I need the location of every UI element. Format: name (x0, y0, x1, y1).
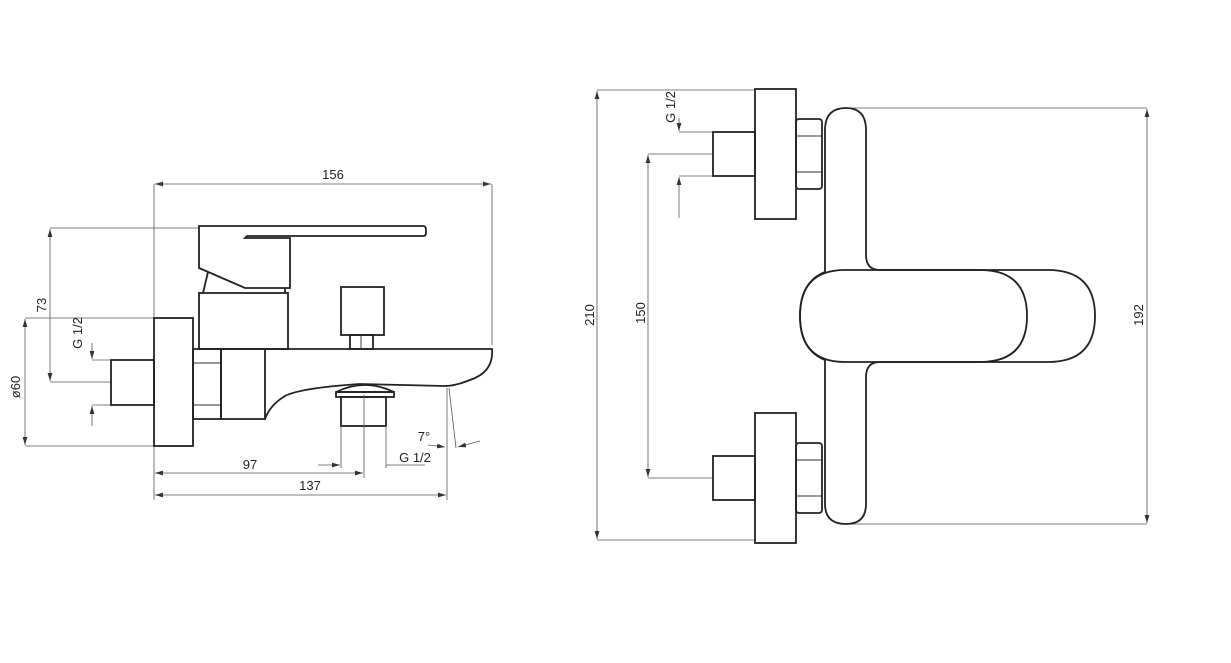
top-wall-flange (754, 88, 797, 220)
aerator-cap (335, 384, 395, 393)
spout (264, 348, 493, 420)
cartridge-housing (198, 292, 289, 350)
diverter-knob (340, 286, 385, 336)
outlet-thread-label: G 1/2 (399, 450, 431, 465)
lever-oval (799, 269, 1028, 363)
top-hex-nut (795, 118, 823, 190)
inlet-thread (110, 359, 155, 406)
front-inlet-thread-label: G 1/2 (663, 91, 678, 123)
bottom-inlet-thread (712, 455, 756, 501)
inlet-spacing-label: 150 (633, 302, 648, 324)
side-view: 156 73 ø60 G 1/2 (8, 167, 493, 500)
lever-handle (198, 225, 427, 289)
top-inlet-thread (712, 131, 756, 177)
body-height-label: 192 (1131, 304, 1146, 326)
mixer-body (799, 107, 1096, 525)
total-height-label: 210 (582, 304, 597, 326)
front-view: 210 150 G 1/2 192 (582, 88, 1150, 544)
bottom-hex-nut (795, 442, 823, 514)
outlet-thread (340, 396, 387, 427)
angle-label: 7° (418, 429, 430, 444)
hex-nut (192, 348, 222, 420)
wall-flange (153, 317, 194, 447)
width-dimension-label: 156 (322, 167, 344, 182)
height-dimension-label: 73 (34, 298, 49, 312)
body-block (220, 348, 266, 420)
depth-label: 137 (299, 478, 321, 493)
diameter-dimension-label: ø60 (8, 376, 23, 398)
outlet-offset-label: 97 (243, 457, 257, 472)
inlet-thread-label: G 1/2 (70, 317, 85, 349)
bottom-wall-flange (754, 412, 797, 544)
